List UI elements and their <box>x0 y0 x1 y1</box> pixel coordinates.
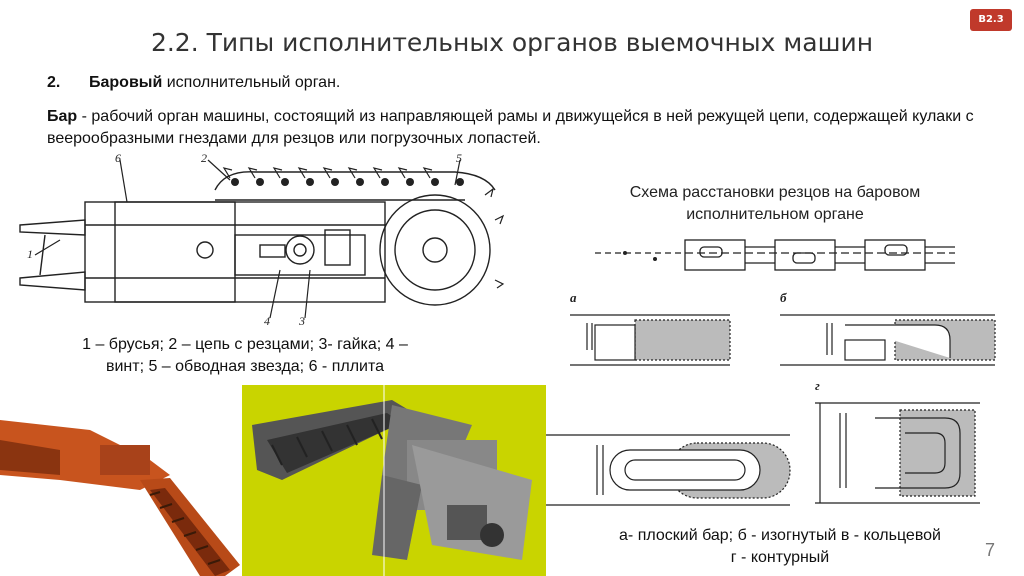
page-number: 7 <box>985 540 996 560</box>
variant-b-letter: б <box>780 290 787 305</box>
page-title: 2.2. Типы исполнительных органов выемочн… <box>150 28 874 57</box>
label-4: 4 <box>264 314 270 325</box>
variant-a-diagram: а <box>570 290 731 366</box>
bar-drawing: 6 2 5 1 4 3 <box>19 151 505 325</box>
legend-line-1: 1 – брусья; 2 – цепь с резцами; 3- гайка… <box>82 336 408 353</box>
schema-title-line-2: исполнительном органе <box>686 206 864 223</box>
machine-photo-green <box>242 385 546 576</box>
item-rest: исполнительный орган. <box>162 74 341 91</box>
cutter-arrangement-schema <box>595 239 955 271</box>
variant-v-diagram: в <box>540 407 791 506</box>
item-number: 2. <box>47 74 61 91</box>
caption-line-2: г - контурный <box>730 549 830 566</box>
definition-text: - рабочий орган машины, состоящий из нап… <box>47 108 974 147</box>
variant-a-letter: а <box>570 290 577 305</box>
legend-line-2: винт; 5 – обводная звезда; 6 - пллита <box>105 358 385 375</box>
drawing-legend: 1 – брусья; 2 – цепь с резцами; 3- гайка… <box>30 334 460 378</box>
schema-title: Схема расстановки резцов на баровом испо… <box>580 182 970 226</box>
section-item: 2. Баровый исполнительный орган. <box>47 74 340 92</box>
caption-line-1: а- плоский бар; б - изогнутый в - кольце… <box>619 527 941 544</box>
label-6: 6 <box>115 151 121 165</box>
definition-paragraph: Бар - рабочий орган машины, состоящий из… <box>47 106 1007 150</box>
machine-photo-orange <box>0 400 240 576</box>
schema-title-line-1: Схема расстановки резцов на баровом <box>629 184 921 201</box>
slide-badge: B2.3 <box>970 9 1012 31</box>
label-1: 1 <box>27 247 33 261</box>
item-term: Баровый <box>89 74 163 91</box>
variant-g-letter: г <box>815 378 820 393</box>
label-3: 3 <box>298 314 305 325</box>
label-5: 5 <box>456 151 462 165</box>
label-2: 2 <box>201 151 207 165</box>
variant-b-diagram: б <box>780 290 996 366</box>
variant-g-diagram: г <box>815 378 980 504</box>
variants-caption: а- плоский бар; б - изогнутый в - кольце… <box>560 525 1000 569</box>
definition-term: Бар <box>47 108 78 125</box>
